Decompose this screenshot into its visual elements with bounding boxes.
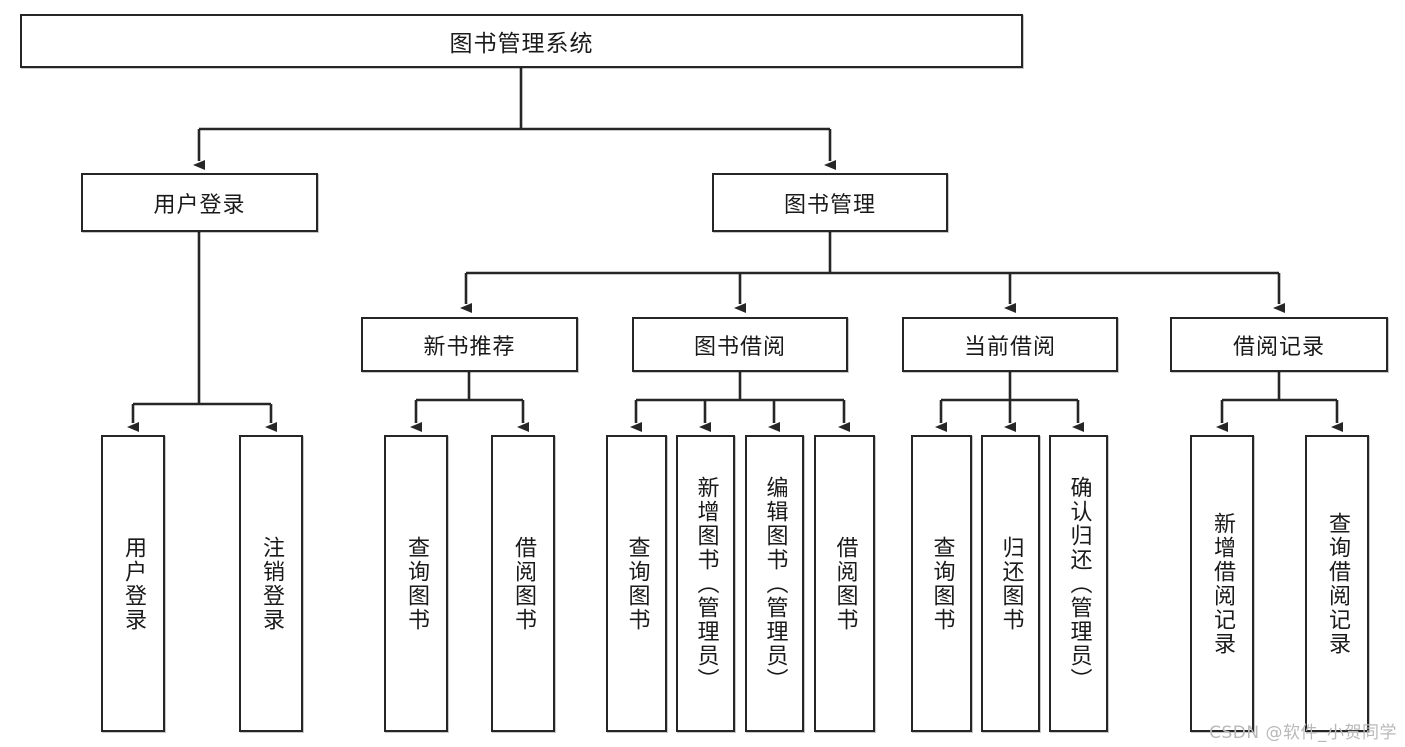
node-label: 编辑图书（管理员） (762, 475, 788, 692)
node-label: 归还图书 (998, 535, 1024, 632)
node-root-book-management-system[interactable]: 图书管理系统 (20, 14, 1023, 68)
node-label: 确认归还（管理员） (1066, 475, 1092, 692)
node-leaf-query-borrow-record[interactable]: 查询借阅记录 (1305, 435, 1369, 732)
node-new-book-recommend[interactable]: 新书推荐 (361, 317, 578, 372)
node-borrow-record[interactable]: 借阅记录 (1170, 317, 1388, 372)
node-label: 查询图书 (403, 535, 429, 632)
node-leaf-user-login[interactable]: 用户登录 (101, 435, 165, 732)
node-label: 当前借阅 (963, 334, 1056, 360)
node-book-borrow[interactable]: 图书借阅 (632, 317, 848, 372)
node-leaf-logout-login[interactable]: 注销登录 (239, 435, 303, 732)
node-label: 查询借阅记录 (1324, 511, 1350, 656)
node-label: 图书管理系统 (449, 31, 594, 57)
node-user-login[interactable]: 用户登录 (81, 173, 318, 232)
node-label: 用户登录 (153, 192, 246, 218)
node-label: 注销登录 (258, 535, 284, 632)
node-leaf-borrow-book-recommend[interactable]: 借阅图书 (491, 435, 555, 732)
node-label: 用户登录 (120, 535, 146, 632)
node-label: 图书借阅 (693, 334, 786, 360)
node-leaf-add-borrow-record[interactable]: 新增借阅记录 (1190, 435, 1254, 732)
node-label: 新增借阅记录 (1209, 511, 1235, 656)
node-label: 图书管理 (783, 192, 876, 218)
node-leaf-add-book-admin[interactable]: 新增图书（管理员） (676, 435, 735, 732)
node-label: 借阅记录 (1232, 334, 1325, 360)
node-leaf-return-book[interactable]: 归还图书 (981, 435, 1040, 732)
node-leaf-query-book-borrow[interactable]: 查询图书 (606, 435, 667, 732)
node-label: 查询图书 (929, 535, 955, 632)
node-leaf-query-book-current[interactable]: 查询图书 (911, 435, 972, 732)
node-leaf-borrow-book[interactable]: 借阅图书 (814, 435, 875, 732)
node-book-management[interactable]: 图书管理 (712, 173, 948, 232)
watermark-text: CSDN @软件_小贺同学 (1209, 723, 1397, 743)
node-label: 借阅图书 (832, 535, 858, 632)
node-label: 借阅图书 (510, 535, 536, 632)
node-current-borrow[interactable]: 当前借阅 (902, 317, 1118, 372)
node-label: 新书推荐 (423, 334, 516, 360)
node-label: 新增图书（管理员） (693, 475, 719, 692)
node-label: 查询图书 (624, 535, 650, 632)
node-leaf-edit-book-admin[interactable]: 编辑图书（管理员） (745, 435, 804, 732)
node-leaf-query-book-recommend[interactable]: 查询图书 (384, 435, 448, 732)
node-leaf-confirm-return-admin[interactable]: 确认归还（管理员） (1049, 435, 1108, 732)
